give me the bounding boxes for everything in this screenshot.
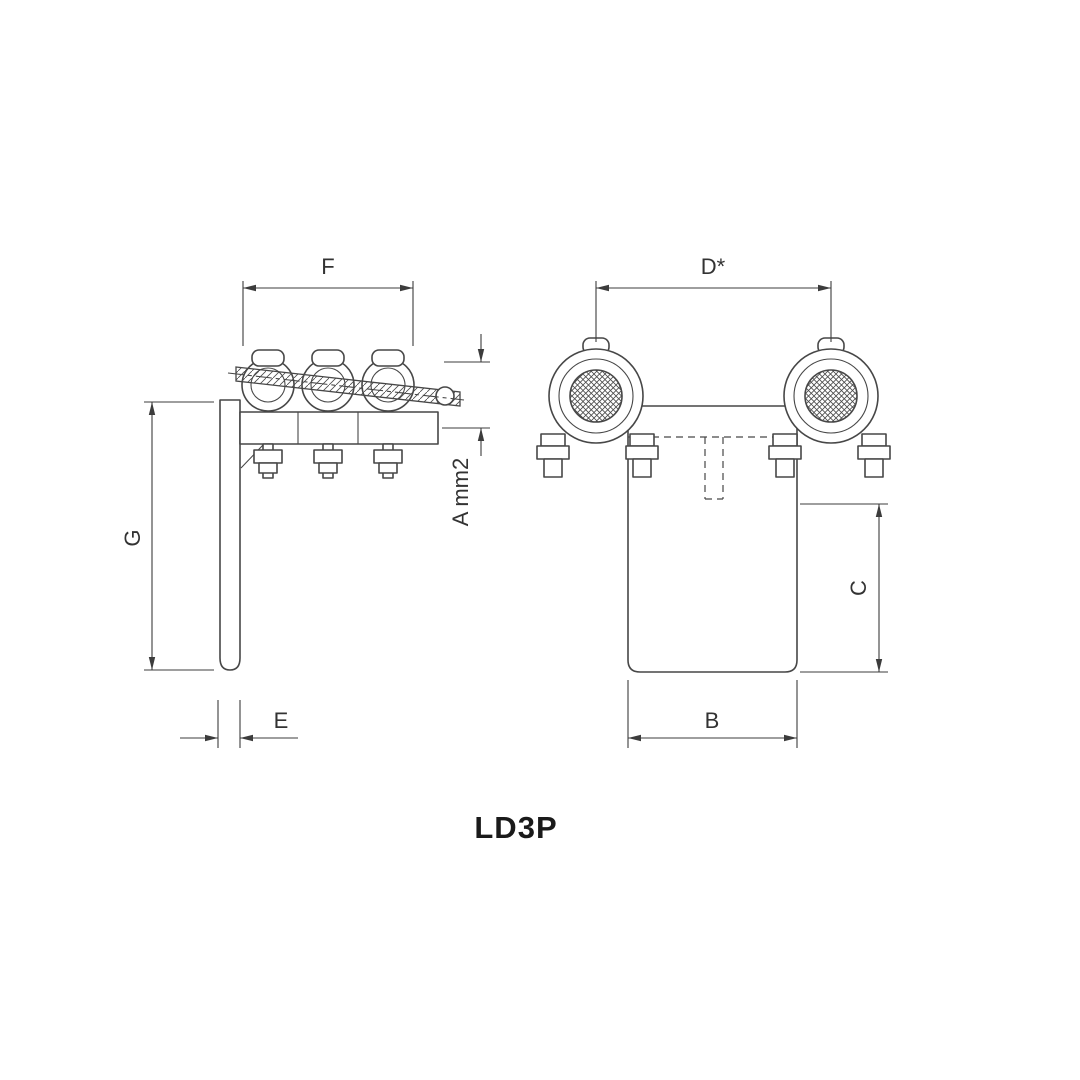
dim-label-B: B (705, 708, 720, 733)
front-view (536, 337, 891, 673)
clamp-bar (239, 411, 439, 445)
bolt-assembly (253, 443, 283, 479)
conductor-centerline (227, 372, 465, 401)
part-number-title: LD3P (474, 810, 557, 845)
dim-label-C: C (846, 580, 871, 596)
cable-clamp-right (768, 337, 891, 478)
clamp-bolt-inner (625, 433, 659, 478)
dimensions: F A mm2 G (120, 254, 888, 748)
dim-D-star: D* (595, 254, 832, 342)
clamp-bolt-outer (857, 433, 891, 478)
bracket-leg (219, 399, 241, 671)
dim-E: E (180, 700, 298, 748)
dim-label-F: F (321, 254, 334, 279)
dim-label-G: G (120, 529, 145, 546)
cable-clamp-left (536, 337, 659, 478)
dim-C: C (800, 503, 888, 673)
dim-label-E: E (274, 708, 289, 733)
gusset-line (240, 444, 264, 469)
hidden-hole-dashed (704, 437, 724, 500)
dim-label-A-mm2: A mm2 (448, 458, 473, 526)
clamp-bolt-inner (768, 433, 802, 478)
conductor-cross-section (569, 369, 623, 423)
conductor-cross-section (804, 369, 858, 423)
clamp-body (627, 405, 798, 673)
bolt-assembly (373, 443, 403, 479)
dim-B: B (627, 680, 798, 748)
side-view (219, 349, 465, 671)
keeper-cap (311, 349, 345, 367)
dim-A-mm2: A mm2 (442, 334, 490, 526)
conductor-end-circle (435, 386, 455, 406)
keeper-cap (371, 349, 405, 367)
dim-F: F (242, 254, 414, 346)
clamp-bolt-outer (536, 433, 570, 478)
dim-label-D-star: D* (701, 254, 726, 279)
bolt-assembly (313, 443, 343, 479)
dim-G: G (120, 401, 214, 671)
clamp-inner-ring (558, 358, 634, 434)
keeper-cap (251, 349, 285, 367)
clamp-inner-ring (793, 358, 869, 434)
